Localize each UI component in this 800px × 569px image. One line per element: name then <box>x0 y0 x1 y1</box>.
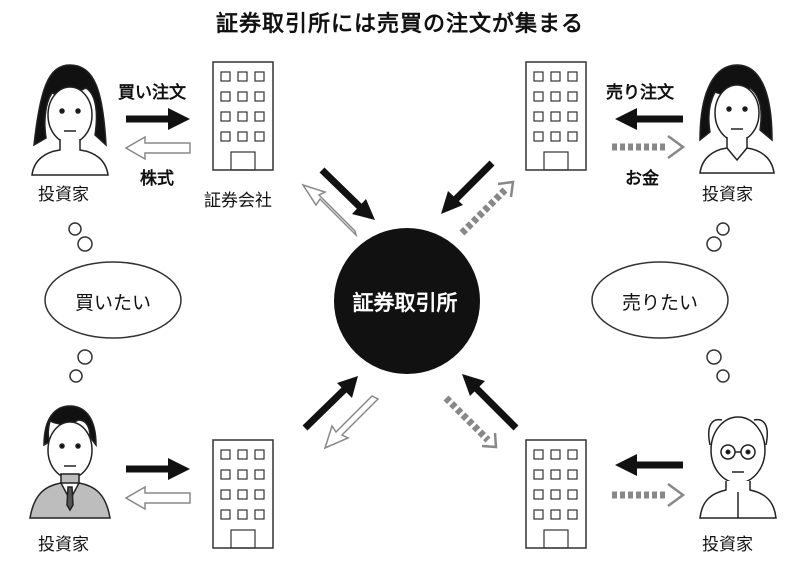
thought-bubble-right <box>591 222 730 383</box>
broker-building-bottom-left <box>212 439 274 549</box>
sell-order-label: 売り注文 <box>606 83 674 103</box>
thought-text-sell: 売りたい <box>621 292 698 314</box>
sell-order-arrow-top-right <box>615 108 683 130</box>
investor-elder-bottom-right <box>699 416 777 519</box>
sell-order-arrow-bottom-right <box>615 454 683 476</box>
diag-buy-arrow-top-left <box>319 167 375 220</box>
diagram-title: 証券取引所には売買の注文が集まる <box>215 12 584 37</box>
diag-sell-arrow-bottom-right <box>462 374 519 431</box>
investor-label-bottom-left: 投資家 <box>38 535 89 555</box>
diag-stock-arrow-top-left <box>301 183 358 238</box>
broker-building-bottom-right <box>525 439 587 549</box>
money-label: お金 <box>625 169 659 189</box>
stock-arrow-top-left <box>124 135 191 161</box>
buy-order-label: 買い注文 <box>118 83 186 103</box>
investor-label-top-left: 投資家 <box>38 185 89 205</box>
diag-money-arrow-bottom-right <box>443 395 498 449</box>
broker-label: 証券会社 <box>204 191 272 211</box>
buy-order-arrow-top-left <box>126 108 190 130</box>
investor-label-top-right: 投資家 <box>702 185 753 205</box>
buy-order-arrow-bottom-left <box>126 458 190 480</box>
diag-stock-arrow-bottom-left <box>323 395 380 450</box>
thought-bubble-left <box>44 222 182 383</box>
investor-woman-top-left <box>31 64 109 176</box>
diag-buy-arrow-bottom-left <box>302 376 358 431</box>
stock-arrow-bottom-left <box>124 485 191 511</box>
investor-label-bottom-right: 投資家 <box>702 535 753 555</box>
broker-building-top-left <box>212 61 274 171</box>
exchange-label: 証券取引所 <box>352 291 458 315</box>
diag-money-arrow-top-right <box>459 180 515 236</box>
diag-sell-arrow-top-right <box>441 160 495 214</box>
money-arrow-top-right <box>612 134 686 160</box>
money-arrow-bottom-right <box>612 482 686 508</box>
exchange-circle <box>334 228 480 374</box>
investor-man-bottom-left <box>29 405 111 519</box>
investor-woman-top-right <box>699 64 775 174</box>
stock-label: 株式 <box>140 169 174 189</box>
thought-text-buy: 買いたい <box>74 292 151 314</box>
broker-building-top-right <box>525 61 587 171</box>
